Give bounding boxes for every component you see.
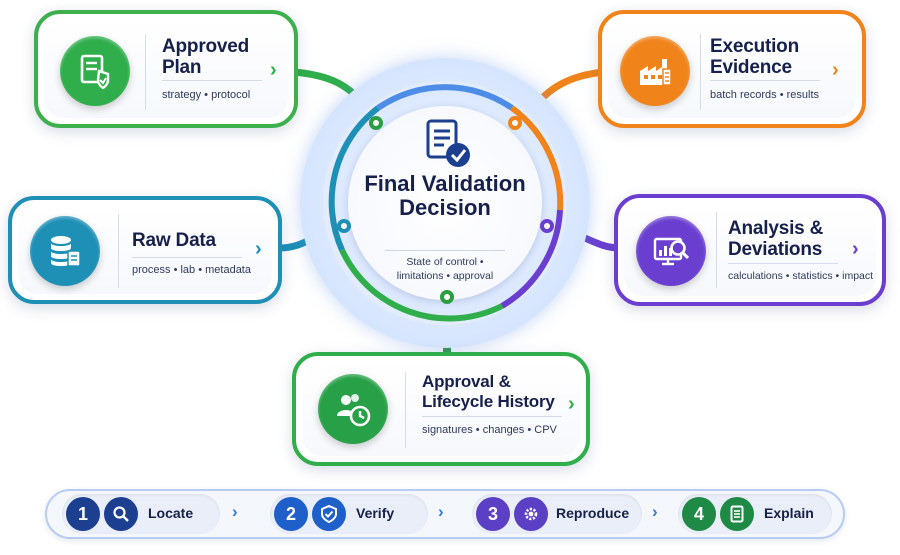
hub-subtitle: State of control • limitations • approva… bbox=[360, 255, 530, 283]
database-icon bbox=[30, 216, 100, 286]
chevron-right-icon: › bbox=[438, 502, 444, 521]
card-title: Approval & Lifecycle History bbox=[422, 372, 555, 412]
factory-icon bbox=[620, 36, 690, 106]
hub-progress-ring bbox=[323, 81, 567, 325]
card-title: Raw Data bbox=[132, 230, 216, 251]
step-label: Reproduce bbox=[556, 505, 630, 521]
step-label: Explain bbox=[764, 505, 814, 521]
hub-divider bbox=[385, 250, 505, 251]
card-divider bbox=[700, 34, 701, 110]
card-title: Analysis & Deviations bbox=[728, 218, 823, 260]
card-divider bbox=[716, 212, 717, 288]
step-number: 1 bbox=[66, 497, 100, 531]
step-verify[interactable]: 2 Verify bbox=[270, 494, 428, 534]
card-title-line2: Evidence bbox=[710, 57, 792, 78]
chevron-right-icon[interactable]: › bbox=[832, 59, 839, 81]
card-title-divider bbox=[132, 257, 242, 258]
document-icon bbox=[720, 497, 754, 531]
step-number: 2 bbox=[274, 497, 308, 531]
document-check-icon bbox=[426, 119, 470, 167]
step-number: 4 bbox=[682, 497, 716, 531]
connector-dot-plan bbox=[369, 116, 383, 130]
chevron-right-icon: › bbox=[652, 502, 658, 521]
card-subtitle: strategy • protocol bbox=[162, 89, 251, 101]
shield-check-icon bbox=[312, 497, 346, 531]
card-divider bbox=[405, 372, 406, 448]
card-subtitle: signatures • changes • CPV bbox=[422, 424, 557, 436]
card-title-divider bbox=[728, 263, 838, 264]
card-divider bbox=[118, 214, 119, 288]
people-clock-icon bbox=[318, 374, 388, 444]
card-subtitle: calculations • statistics • impact bbox=[728, 270, 874, 282]
card-title-line2: Plan bbox=[162, 57, 202, 78]
step-label: Verify bbox=[356, 505, 395, 521]
chevron-right-icon[interactable]: › bbox=[270, 59, 277, 81]
card-subtitle: batch records • results bbox=[710, 89, 820, 101]
chevron-right-icon[interactable]: › bbox=[568, 393, 575, 415]
step-explain[interactable]: 4 Explain bbox=[678, 494, 832, 534]
connector-dot-analysis bbox=[540, 219, 554, 233]
gear-icon bbox=[514, 497, 548, 531]
step-locate[interactable]: 1 Locate bbox=[62, 494, 220, 534]
hub-subtitle-line2: limitations • approval bbox=[396, 270, 494, 282]
chart-magnifier-icon bbox=[636, 216, 706, 286]
card-title-divider bbox=[422, 416, 562, 417]
card-title: Execution Evidence bbox=[710, 36, 799, 78]
document-shield-icon bbox=[60, 36, 130, 106]
hub-subtitle-line1: State of control • bbox=[406, 256, 484, 268]
card-title: Approved Plan bbox=[162, 36, 249, 78]
hub-title: Final Validation Decision bbox=[364, 171, 526, 220]
chevron-right-icon[interactable]: › bbox=[852, 238, 859, 260]
step-number: 3 bbox=[476, 497, 510, 531]
connector-dot-approval bbox=[440, 290, 454, 304]
chevron-right-icon: › bbox=[232, 502, 238, 521]
step-label: Locate bbox=[148, 505, 194, 521]
connector-dot-execution bbox=[508, 116, 522, 130]
card-subtitle: process • lab • metadata bbox=[132, 264, 251, 276]
card-title-line2: Lifecycle History bbox=[422, 392, 555, 411]
card-title-line1: Analysis & bbox=[728, 218, 824, 239]
chevron-right-icon[interactable]: › bbox=[255, 238, 262, 260]
card-divider bbox=[145, 34, 146, 110]
connector-dot-raw-data bbox=[337, 219, 351, 233]
card-title-line1: Execution bbox=[710, 36, 799, 57]
step-reproduce[interactable]: 3 Reproduce bbox=[472, 494, 642, 534]
card-title-divider bbox=[710, 80, 820, 81]
search-icon bbox=[104, 497, 138, 531]
card-title-divider bbox=[162, 80, 262, 81]
card-title-line2: Deviations bbox=[728, 239, 823, 260]
card-title-line1: Approved bbox=[162, 36, 250, 57]
card-title-line1: Approval & bbox=[422, 372, 511, 391]
